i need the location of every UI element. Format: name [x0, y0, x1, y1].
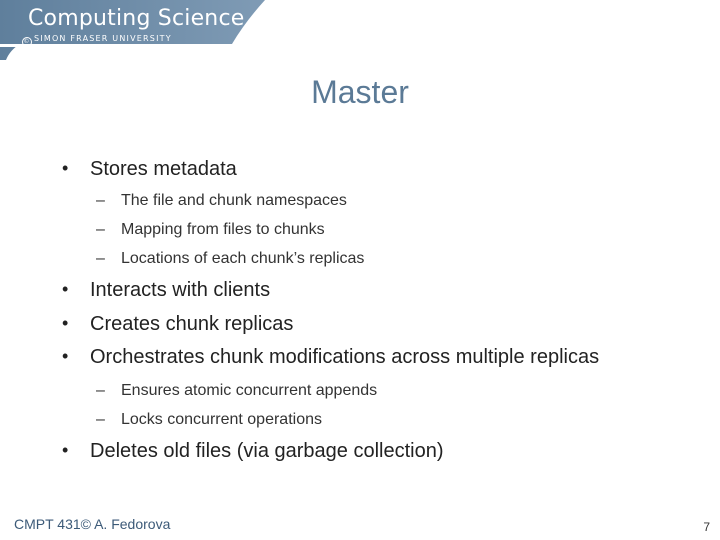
- logo-title: Computing Science: [28, 6, 245, 31]
- sub-bullet-text: Locations of each chunk’s replicas: [121, 250, 365, 267]
- bullet-glyph: •: [62, 279, 69, 299]
- sub-bullet-text: Locks concurrent operations: [121, 411, 322, 428]
- logo-subtitle-text: SIMON FRASER UNIVERSITY: [34, 34, 172, 43]
- header-logo: Computing Science ©SIMON FRASER UNIVERSI…: [0, 0, 270, 60]
- bullet-glyph: •: [62, 440, 69, 460]
- page-number: 7: [703, 520, 710, 534]
- copyright-icon: ©: [22, 37, 32, 47]
- sub-bullet-glyph: –: [96, 411, 105, 428]
- bullet-text: Creates chunk replicas: [90, 313, 294, 335]
- sub-bullet-text: The file and chunk namespaces: [121, 192, 347, 209]
- bullet-glyph: •: [62, 158, 69, 178]
- sub-bullet-glyph: –: [96, 382, 105, 399]
- sub-bullet-glyph: –: [96, 192, 105, 209]
- slide-title: Master: [0, 74, 720, 111]
- bullet-text: Deletes old files (via garbage collectio…: [90, 440, 444, 462]
- sub-bullet-text: Ensures atomic concurrent appends: [121, 382, 378, 399]
- bullet-glyph: •: [62, 313, 69, 333]
- sub-bullet-glyph: –: [96, 221, 105, 238]
- bullet-glyph: •: [62, 346, 69, 366]
- sub-bullet-glyph: –: [96, 250, 105, 267]
- header-banner-shape: [0, 0, 270, 60]
- bullet-text: Orchestrates chunk modifications across …: [90, 346, 600, 368]
- bullet-text: Interacts with clients: [90, 279, 271, 301]
- logo-subtitle: ©SIMON FRASER UNIVERSITY: [22, 34, 172, 47]
- sub-bullet-text: Mapping from files to chunks: [121, 221, 325, 238]
- slide-title-text: Master: [311, 74, 409, 110]
- footer-credit: CMPT 431© A. Fedorova: [14, 516, 171, 532]
- bullet-text: Stores metadata: [90, 158, 237, 180]
